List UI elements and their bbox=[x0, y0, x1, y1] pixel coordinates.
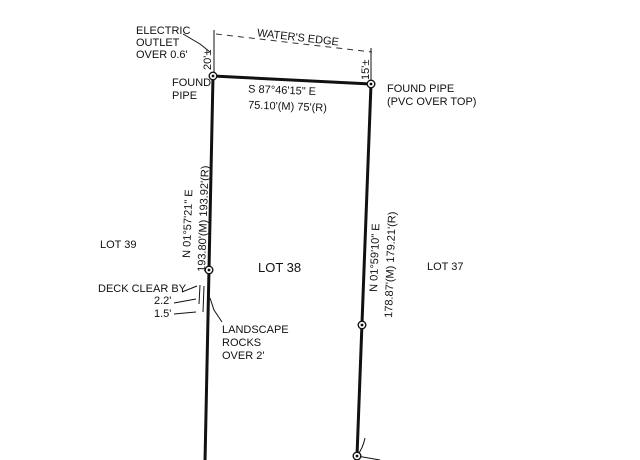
deck-clear-label: DECK CLEAR BY bbox=[98, 283, 187, 295]
deck-leader-1 bbox=[173, 298, 197, 304]
landscape-label-2: ROCKS bbox=[222, 337, 261, 349]
electric-leader bbox=[182, 33, 211, 53]
lot-38-label: LOT 38 bbox=[258, 260, 301, 275]
north-distance-label: 75.10'(M) 75'(R) bbox=[248, 99, 327, 114]
landscape-label-1: LANDSCAPE bbox=[222, 324, 289, 336]
west-distance-label: 193.80'(M) 193.92'(R) bbox=[196, 165, 212, 272]
left-offset-label: 20'± bbox=[202, 50, 214, 70]
east-bearing-label: N 01°59'10" E bbox=[368, 223, 382, 292]
electric-outlet-label-1: ELECTRIC bbox=[136, 25, 190, 37]
lot-39-label: LOT 39 bbox=[100, 239, 137, 251]
waters-edge-label: WATER'S EDGE bbox=[256, 27, 339, 48]
found-pipe-left-label-2: PIPE bbox=[172, 90, 197, 102]
found-pipe-marker-ne bbox=[366, 79, 376, 89]
landscape-leader bbox=[209, 297, 223, 323]
south-corner-marker bbox=[352, 451, 362, 460]
found-pipe-right-label-2: (PVC OVER TOP) bbox=[387, 96, 476, 108]
lot-37-label: LOT 37 bbox=[427, 261, 464, 273]
east-boundary-line bbox=[355, 82, 373, 458]
found-pipe-left-label-1: FOUND bbox=[172, 77, 211, 89]
electric-outlet-label-3: OVER 0.6' bbox=[136, 49, 188, 61]
electric-outlet-label-2: OUTLET bbox=[136, 37, 180, 49]
deck-clear-value-2: 1.5' bbox=[154, 308, 171, 320]
found-pipe-right-label-1: FOUND PIPE bbox=[387, 83, 454, 95]
deck-marker-1 bbox=[198, 284, 201, 305]
east-line-marker bbox=[357, 320, 367, 330]
landscape-label-3: OVER 2' bbox=[222, 350, 264, 362]
deck-clear-value-1: 2.2' bbox=[154, 295, 171, 307]
north-boundary-line bbox=[211, 74, 373, 86]
found-pipe-marker-nw bbox=[208, 71, 218, 81]
deck-leader-3 bbox=[181, 285, 198, 293]
waters-edge-line bbox=[215, 33, 373, 53]
west-bearing-label: N 01°57'21" E bbox=[181, 189, 195, 258]
west-line-marker bbox=[204, 265, 214, 275]
east-distance-label: 178.87'(M) 179.21'(R) bbox=[383, 211, 399, 318]
north-bearing-label: S 87°46'15" E bbox=[248, 83, 316, 98]
deck-leader-2 bbox=[173, 311, 197, 315]
deck-marker-2 bbox=[202, 285, 205, 313]
right-offset-label: 15'± bbox=[360, 60, 372, 80]
